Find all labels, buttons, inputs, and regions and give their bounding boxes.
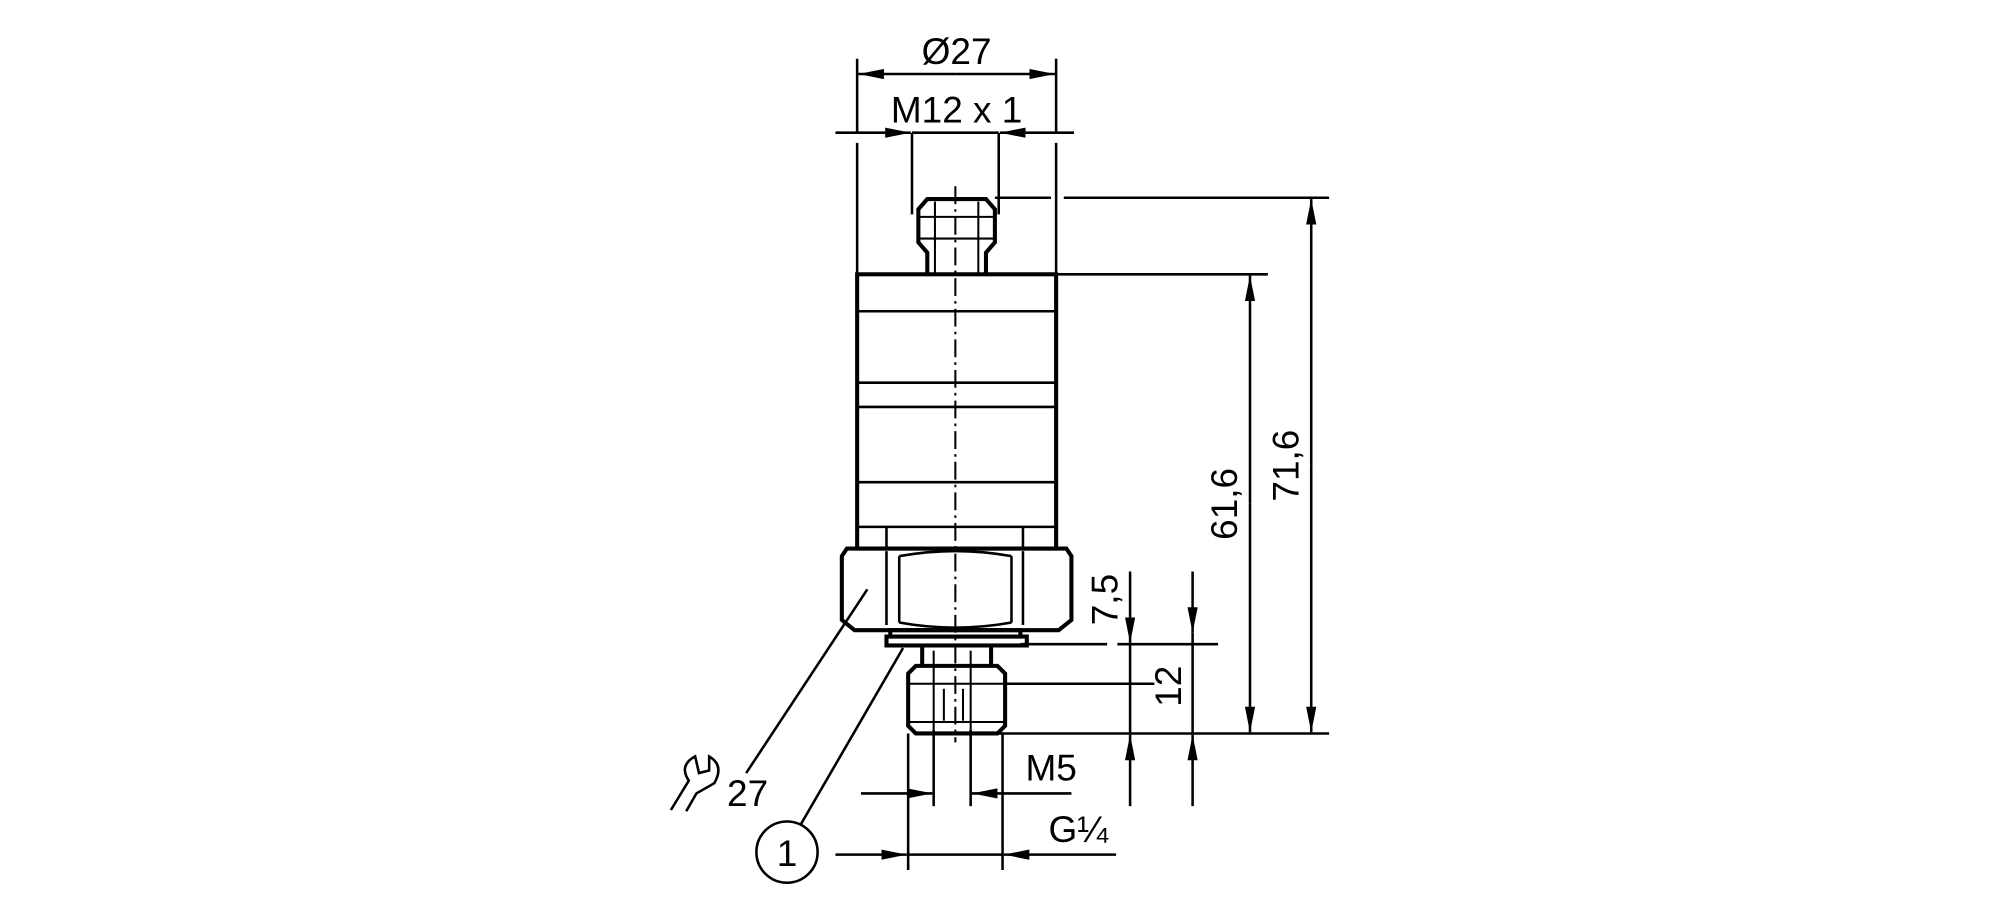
dimension-g14: G¼ [835,733,1117,870]
dimension-71-6: 71,6 [1265,199,1317,733]
m5-label: M5 [1026,748,1077,789]
dimension-7-5: 7,5 [1084,571,1136,807]
dimension-m5: M5 [860,729,1077,807]
wrench-size-label: 27 [727,773,768,814]
height-body-label: 61,6 [1204,468,1245,540]
hex-to-tip-label: 7,5 [1084,574,1125,625]
sensor-body [855,272,1059,551]
wrench-callout: 27 [669,588,869,814]
dimension-61-6: 61,6 [1204,275,1256,733]
item-1-label: 1 [777,833,798,874]
hex-nut [839,546,1074,633]
g14-label: G¼ [1048,809,1109,850]
height-total-label: 71,6 [1265,430,1306,502]
m12-label: M12 x 1 [891,90,1023,131]
item-1-callout: 1 [755,647,905,884]
process-connection [884,628,1029,736]
dimension-m12: M12 x 1 [835,90,1074,275]
m12-connector [916,196,997,275]
thread-length-label: 12 [1148,666,1189,707]
diameter-label: Ø27 [922,31,992,72]
dimension-diameter: Ø27 [855,31,1058,133]
wrench-icon [669,754,720,812]
dimension-12: 12 [1148,571,1198,807]
